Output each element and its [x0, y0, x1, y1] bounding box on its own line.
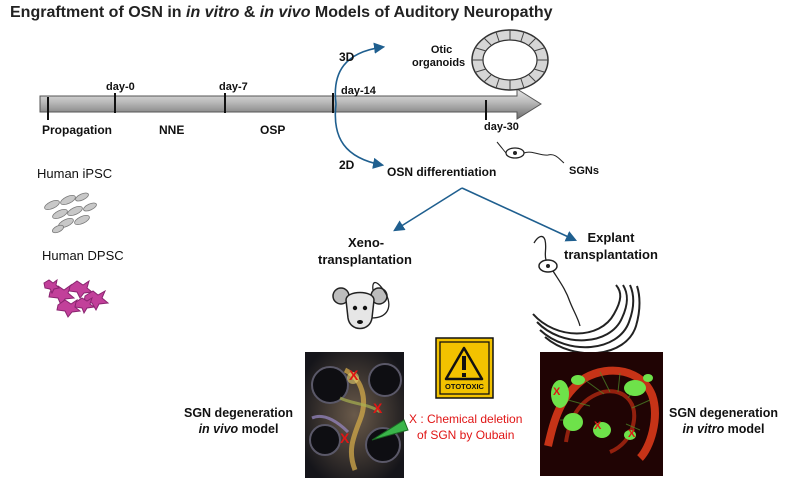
- title-part-5: Models of Auditory Neuropathy: [310, 4, 553, 21]
- diagram-title: Engraftment of OSN in in vitro & in vivo…: [10, 4, 553, 22]
- otic-organoid-icon: [471, 29, 549, 91]
- sgns-label: SGNs: [569, 165, 599, 177]
- x-mark-2: X: [373, 400, 383, 416]
- x-mark-4: X: [553, 386, 561, 398]
- cochlea-arcs-icon: [532, 284, 641, 355]
- explant-arrow: [461, 187, 578, 242]
- nne-label: NNE: [159, 123, 185, 137]
- xeno-transplantation-label: Xeno- transplantation: [318, 235, 412, 267]
- branch-2d-arrow: [334, 103, 385, 169]
- xeno-arrow: [393, 187, 463, 232]
- dpsc-cells-icon: [43, 278, 110, 318]
- propagation-label: Propagation: [42, 123, 113, 137]
- x-mark-5: X: [594, 420, 602, 432]
- explant-neuron-icon: [533, 235, 581, 327]
- otic-organoids-label: Otic organoids: [412, 44, 466, 69]
- osn-differentiation-label: OSN differentiation: [387, 165, 497, 179]
- in-vivo-pointer: [371, 419, 409, 441]
- mouse-icon: [332, 281, 390, 330]
- human-ipsc-label: Human iPSC: [37, 166, 113, 181]
- x-mark-6: X: [628, 428, 636, 440]
- in-vitro-image: [540, 352, 663, 476]
- ipsc-cells-icon: [44, 192, 97, 234]
- 3d-label: 3D: [339, 50, 355, 64]
- day30-label: day-30: [484, 121, 519, 133]
- 2d-label: 2D: [339, 158, 355, 172]
- ototoxic-sign: [435, 337, 494, 399]
- title-part-4: in vivo: [259, 4, 311, 21]
- osp-label: OSP: [260, 123, 286, 137]
- human-dpsc-label: Human DPSC: [42, 248, 124, 263]
- title-part-2: in vitro: [186, 4, 240, 21]
- timeline-arrow: [39, 88, 542, 120]
- explant-transplantation-label: Explant transplantation: [564, 230, 658, 262]
- sgn-neuron-icon: [496, 141, 565, 164]
- day7-label: day-7: [219, 81, 248, 93]
- in-vivo-caption: SGN degeneration in vivo model: [184, 406, 294, 436]
- x-mark-3: X: [340, 430, 350, 446]
- in-vivo-image: [305, 352, 404, 478]
- day14-label: day-14: [341, 85, 376, 97]
- in-vitro-caption: SGN degeneration in vitro model: [669, 406, 779, 436]
- title-part-3: &: [239, 4, 260, 21]
- x-mark-1: X: [349, 367, 359, 383]
- day0-label: day-0: [106, 81, 135, 93]
- title-part-1: Engraftment of OSN in: [10, 4, 186, 21]
- branch-3d-arrow: [334, 42, 386, 105]
- chemical-deletion-note: X : Chemical deletion of SGN by Oubain: [409, 412, 523, 442]
- ototoxic-text: OTOTOXIC: [445, 382, 484, 391]
